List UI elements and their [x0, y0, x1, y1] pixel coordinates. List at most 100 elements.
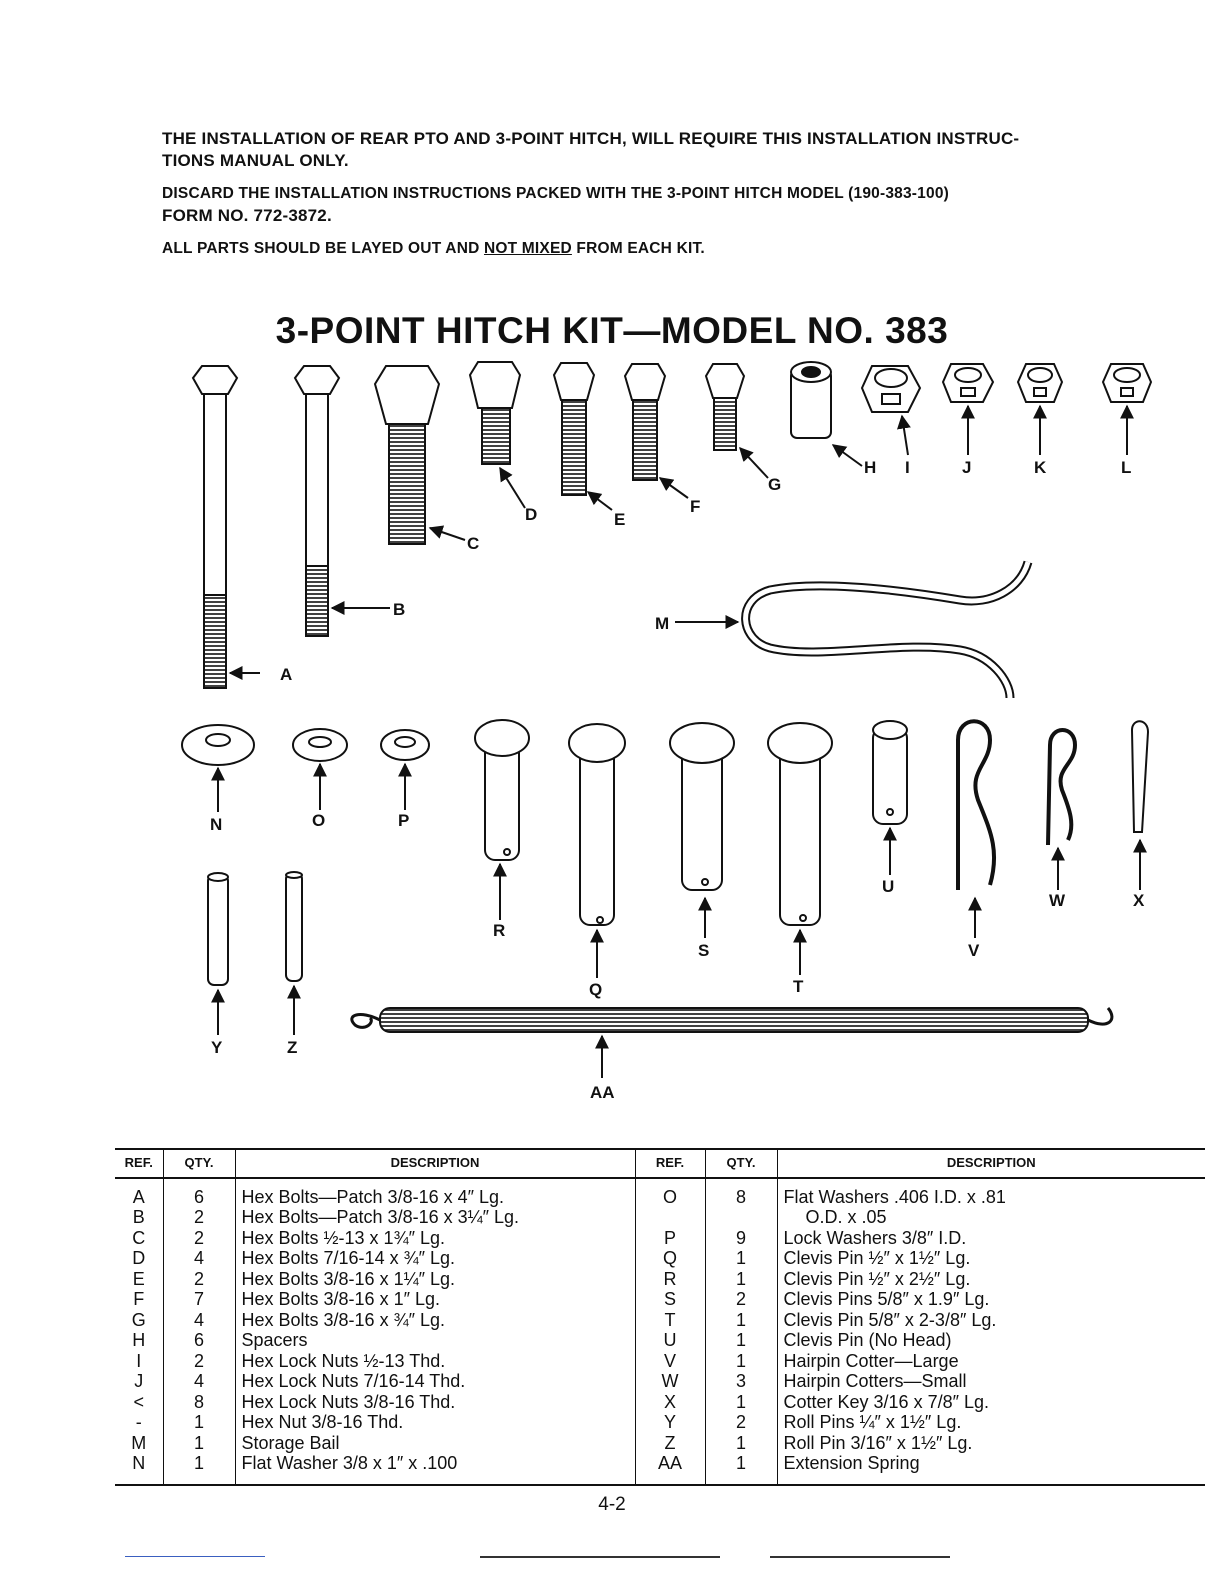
callout-x: X — [1133, 891, 1145, 910]
part-p-lock-washer — [380, 729, 430, 761]
qty-cell: 8 — [704, 1177, 777, 1207]
qty-cell: 1 — [704, 1330, 777, 1351]
part-r-clevis-pin — [474, 719, 530, 861]
description-cell: Clevis Pin ½″ x 2½″ Lg. — [776, 1268, 1205, 1289]
qty-cell: 1 — [162, 1412, 235, 1433]
instruction-line: FORM NO. 772-3872. — [162, 206, 332, 225]
instruction-block-2: DISCARD THE INSTALLATION INSTRUCTIONS PA… — [162, 183, 1172, 205]
part-aa-extension-spring — [350, 1007, 1114, 1033]
callout-n: N — [210, 815, 222, 834]
ref-cell: AA — [634, 1453, 705, 1486]
footer-rule — [125, 1556, 265, 1557]
qty-cell: 2 — [162, 1227, 235, 1248]
col-header-qty: QTY. — [704, 1148, 777, 1179]
description-cell: Hex Lock Nuts ½-13 Thd. — [234, 1350, 635, 1371]
col-header-description: DESCRIPTION — [776, 1148, 1205, 1179]
col-header-description: DESCRIPTION — [234, 1148, 635, 1179]
ref-cell: B — [132, 1207, 145, 1227]
ref-cell: M — [131, 1432, 147, 1453]
instruction-line: THE INSTALLATION OF REAR PTO AND 3-POINT… — [162, 129, 1020, 148]
part-f-hex-bolt — [623, 363, 667, 481]
ref-cell: V — [634, 1350, 705, 1371]
description-cell: Hairpin Cotter—Large — [776, 1350, 1205, 1371]
callout-f: F — [690, 497, 700, 516]
instruction-text: FROM EACH KIT. — [571, 240, 705, 257]
part-h-spacer — [790, 361, 832, 439]
ref-cell: I — [136, 1350, 142, 1371]
qty-cell — [704, 1207, 777, 1228]
callout-y: Y — [211, 1038, 223, 1057]
description-cell: Hex Lock Nuts 7/16-14 Thd. — [234, 1371, 635, 1392]
part-b-hex-bolt — [293, 365, 341, 637]
qty-cell: 2 — [704, 1412, 777, 1433]
qty-cell: 1 — [704, 1309, 777, 1330]
ref-cell: S — [634, 1289, 705, 1310]
ref-cell — [634, 1207, 705, 1228]
description-cell: Hex Bolts 3/8-16 x 1″ Lg. — [234, 1289, 635, 1310]
part-y-roll-pin — [207, 872, 229, 986]
part-d-hex-bolt — [468, 361, 522, 465]
part-g-hex-bolt — [704, 363, 746, 451]
qty-cell: 2 — [162, 1350, 235, 1371]
ref-cell: G — [131, 1309, 146, 1330]
ref-cell: < — [133, 1391, 144, 1412]
part-t-clevis-pin — [767, 722, 833, 926]
callout-m: M — [655, 614, 669, 633]
ref-cell: O — [634, 1177, 705, 1207]
ref-cell: D — [132, 1248, 146, 1268]
qty-cell: 3 — [704, 1371, 777, 1392]
col-header-ref: REF. — [634, 1148, 705, 1179]
instruction-line: DISCARD THE INSTALLATION INSTRUCTIONS PA… — [162, 185, 949, 202]
instruction-emphasis: NOT MIXED — [483, 240, 572, 257]
ref-cell: A — [132, 1186, 145, 1207]
callout-b: B — [393, 600, 405, 619]
description-cell: Cotter Key 3/16 x 7/8″ Lg. — [776, 1391, 1205, 1412]
parts-table: REF. QTY. DESCRIPTION REF. QTY. DESCRIPT… — [115, 1148, 1205, 1486]
ref-cell: - — [135, 1412, 142, 1432]
qty-cell: 1 — [704, 1350, 777, 1371]
qty-cell: 1 — [704, 1248, 777, 1269]
callout-c: C — [467, 534, 479, 553]
callout-l: L — [1121, 458, 1131, 477]
part-k-hex-lock-nut — [1016, 363, 1064, 403]
description-cell: Hex Bolts 7/16-14 x ¾″ Lg. — [234, 1248, 635, 1269]
qty-cell: 1 — [162, 1453, 235, 1486]
part-a-hex-bolt — [191, 365, 239, 689]
ref-cell: X — [634, 1391, 705, 1412]
description-cell: Hairpin Cotters—Small — [776, 1371, 1205, 1392]
instruction-block-2b: FORM NO. 772-3872. — [162, 205, 1172, 227]
callout-i: I — [905, 458, 910, 477]
description-cell: Clevis Pin (No Head) — [776, 1330, 1205, 1351]
description-cell: Roll Pins ¼″ x 1½″ Lg. — [776, 1412, 1205, 1433]
qty-cell: 9 — [704, 1227, 777, 1248]
ref-cell: J — [134, 1371, 144, 1391]
callout-q: Q — [589, 980, 602, 999]
description-cell: Lock Washers 3/8″ I.D. — [776, 1227, 1205, 1248]
description-cell: Hex Bolts 3/8-16 x 1¼″ Lg. — [234, 1268, 635, 1289]
ref-cell: Z — [634, 1432, 705, 1453]
description-cell: Flat Washer 3/8 x 1″ x .100 — [234, 1453, 635, 1486]
qty-cell: 7 — [162, 1289, 235, 1310]
callout-labels: A B C D E F G H I J K L M N O P R Q S T … — [210, 458, 1145, 1102]
qty-cell: 4 — [162, 1309, 235, 1330]
part-i-hex-lock-nut — [860, 365, 922, 413]
ref-cell: P — [634, 1227, 705, 1248]
part-l-hex-nut — [1101, 363, 1153, 403]
part-n-flat-washer — [181, 724, 255, 766]
part-s-clevis-pin — [669, 722, 735, 891]
description-cell: O.D. x .05 — [776, 1207, 1205, 1228]
part-o-flat-washer — [292, 728, 348, 762]
col-header-qty: QTY. — [162, 1148, 235, 1179]
callout-e: E — [614, 510, 625, 529]
description-cell: Hex Nut 3/8-16 Thd. — [234, 1412, 635, 1433]
callout-arrows — [211, 404, 1147, 1078]
description-cell: Hex Bolts—Patch 3/8-16 x 3¼″ Lg. — [234, 1207, 635, 1228]
